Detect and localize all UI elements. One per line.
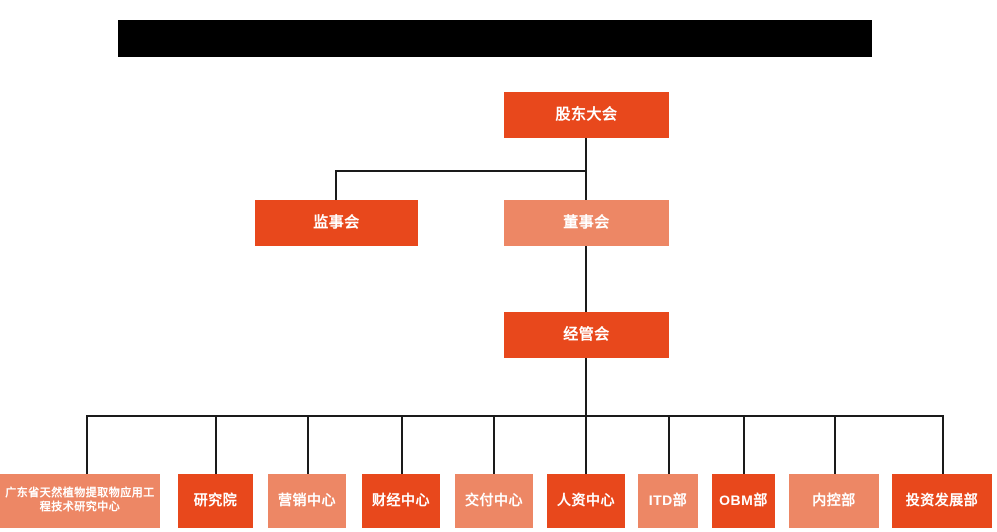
node-dept-internal-control[interactable]: 内控部 xyxy=(789,474,879,528)
node-label: 董事会 xyxy=(563,213,610,231)
node-label: OBM部 xyxy=(719,492,768,509)
connector-supervisors-drop xyxy=(335,170,337,200)
connector-shareholders-drop xyxy=(585,138,587,172)
node-label: 内控部 xyxy=(812,492,856,509)
node-label: 研究院 xyxy=(193,492,238,509)
connector-drop-marketing xyxy=(307,415,309,474)
connector-drop-internal-control xyxy=(834,415,836,474)
node-label: 经管会 xyxy=(563,325,610,343)
node-board-of-supervisors[interactable]: 监事会 xyxy=(255,200,418,246)
node-board-of-directors[interactable]: 董事会 xyxy=(504,200,669,246)
node-label: 人资中心 xyxy=(557,492,615,509)
connector-management-drop xyxy=(585,358,587,415)
node-label: 营销中心 xyxy=(278,492,336,509)
connector-directors-to-management xyxy=(585,246,587,312)
node-label: ITD部 xyxy=(648,492,688,509)
connector-drop-research-center xyxy=(86,415,88,474)
node-label: 财经中心 xyxy=(372,492,430,509)
node-dept-institute[interactable]: 研究院 xyxy=(178,474,253,528)
connector-drop-obm xyxy=(743,415,745,474)
node-dept-marketing[interactable]: 营销中心 xyxy=(268,474,346,528)
connector-drop-delivery xyxy=(493,415,495,474)
node-label: 交付中心 xyxy=(465,492,523,509)
node-dept-investment[interactable]: 投资发展部 xyxy=(892,474,992,528)
node-label: 投资发展部 xyxy=(905,492,979,509)
node-shareholders-meeting[interactable]: 股东大会 xyxy=(504,92,669,138)
node-dept-research-center[interactable]: 广东省天然植物提取物应用工程技术研究中心 xyxy=(0,474,160,528)
connector-drop-itd xyxy=(668,415,670,474)
title-banner-redacted xyxy=(118,20,872,57)
connector-directors-drop xyxy=(585,170,587,200)
node-label: 广东省天然植物提取物应用工程技术研究中心 xyxy=(5,487,155,513)
node-dept-finance[interactable]: 财经中心 xyxy=(362,474,440,528)
node-label: 股东大会 xyxy=(555,105,618,123)
connector-drop-finance xyxy=(401,415,403,474)
node-dept-obm[interactable]: OBM部 xyxy=(712,474,775,528)
connector-level2-bus xyxy=(335,170,587,172)
connector-drop-investment xyxy=(942,415,944,474)
node-label: 监事会 xyxy=(313,213,360,231)
node-dept-delivery[interactable]: 交付中心 xyxy=(455,474,533,528)
node-management-committee[interactable]: 经管会 xyxy=(504,312,669,358)
connector-level4-bus xyxy=(86,415,944,417)
node-dept-hr[interactable]: 人资中心 xyxy=(547,474,625,528)
connector-drop-hr xyxy=(585,415,587,474)
node-dept-itd[interactable]: ITD部 xyxy=(638,474,698,528)
connector-drop-institute xyxy=(215,415,217,474)
